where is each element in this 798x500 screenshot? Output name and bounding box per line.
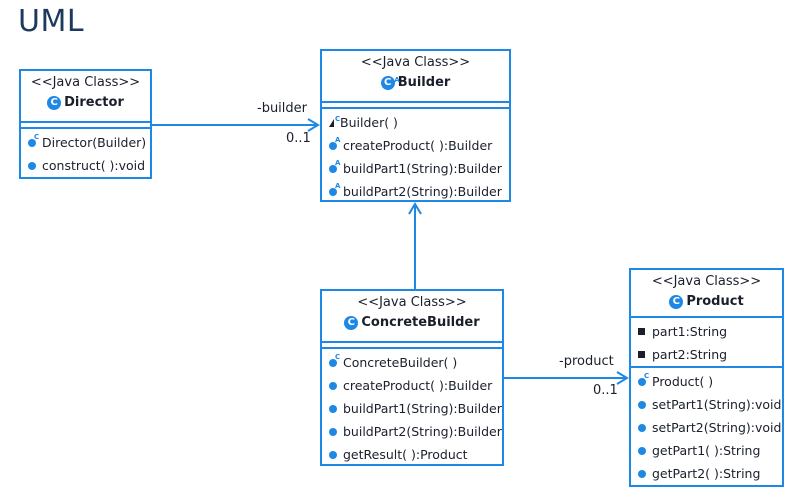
method-row[interactable]: buildPart1(String):Builder	[322, 397, 502, 420]
methods-compartment: C Director(Builder) construct( ):void	[21, 129, 150, 177]
method-signature: buildPart1(String):Builder	[343, 401, 502, 416]
public-method-icon	[329, 450, 337, 459]
method-signature: createProduct( ):Builder	[343, 378, 493, 393]
public-constructor-icon: C	[638, 372, 649, 386]
class-name: Director	[64, 95, 124, 110]
method-signature: getResult( ):Product	[343, 447, 468, 462]
method-row[interactable]: A buildPart1(String):Builder	[322, 157, 509, 180]
method-row[interactable]: A createProduct( ):Builder	[322, 134, 509, 157]
field-signature: part1:String	[652, 324, 728, 339]
method-signature: buildPart1(String):Builder	[343, 161, 502, 176]
method-signature: getPart1( ):String	[652, 443, 761, 458]
abstract-method-icon: A	[329, 136, 340, 150]
private-field-icon	[638, 328, 645, 335]
public-method-icon	[329, 404, 337, 413]
class-concrete-builder[interactable]: <<Java Class>> C ConcreteBuilder C Concr…	[320, 289, 504, 466]
method-row[interactable]: createProduct( ):Builder	[322, 374, 502, 397]
method-signature: setPart1(String):void	[652, 397, 782, 412]
field-signature: part2:String	[652, 347, 728, 362]
abstract-method-icon: A	[329, 182, 340, 196]
public-constructor-icon: C	[329, 353, 340, 367]
method-row[interactable]: getResult( ):Product	[322, 443, 502, 466]
public-method-icon	[638, 400, 646, 409]
multiplicity-label-product: 0..1	[593, 383, 618, 398]
page-title: UML	[18, 4, 85, 39]
abstract-method-icon: A	[329, 159, 340, 173]
role-label-product: -product	[559, 354, 614, 369]
method-row[interactable]: C Product( )	[631, 370, 782, 393]
class-header: <<Java Class>> C ConcreteBuilder	[322, 291, 502, 341]
method-signature: getPart2( ):String	[652, 466, 761, 481]
method-row[interactable]: C Director(Builder)	[21, 131, 150, 154]
class-name: ConcreteBuilder	[361, 315, 480, 330]
method-row[interactable]: C ConcreteBuilder( )	[322, 351, 502, 374]
method-signature: createProduct( ):Builder	[343, 138, 493, 153]
method-row[interactable]: getPart2( ):String	[631, 462, 782, 485]
field-row[interactable]: part2:String	[631, 343, 782, 366]
method-signature: construct( ):void	[42, 158, 146, 173]
methods-compartment: C Product( ) setPart1(String):void setPa…	[631, 368, 782, 485]
method-signature: ConcreteBuilder( )	[343, 355, 458, 370]
stereotype-label: <<Java Class>>	[651, 274, 762, 289]
stereotype-label: <<Java Class>>	[357, 295, 467, 310]
method-signature: Director(Builder)	[42, 135, 147, 150]
public-method-icon	[638, 469, 646, 478]
class-icon: C	[344, 316, 359, 330]
method-row[interactable]: C Builder( )	[322, 111, 509, 134]
multiplicity-label-builder: 0..1	[286, 131, 311, 146]
field-row[interactable]: part1:String	[631, 320, 782, 343]
method-row[interactable]: A buildPart2(String):Builder	[322, 180, 509, 203]
public-constructor-icon: C	[28, 133, 39, 147]
fields-compartment: part1:String part2:String	[631, 318, 782, 366]
method-signature: buildPart2(String):Builder	[343, 424, 502, 439]
public-method-icon	[329, 381, 337, 390]
public-method-icon	[638, 446, 646, 455]
method-row[interactable]: construct( ):void	[21, 154, 150, 177]
role-label-builder: -builder	[257, 101, 308, 116]
method-row[interactable]: getPart1( ):String	[631, 439, 782, 462]
protected-constructor-icon: C	[329, 115, 340, 127]
public-method-icon	[329, 427, 337, 436]
association-arrowhead-product	[616, 371, 629, 385]
association-arrowhead-builder	[307, 118, 320, 132]
public-method-icon	[28, 161, 36, 170]
methods-compartment: C ConcreteBuilder( ) createProduct( ):Bu…	[322, 349, 502, 466]
method-signature: Product( )	[652, 374, 714, 389]
method-row[interactable]: setPart2(String):void	[631, 416, 782, 439]
generalization-arrowhead	[408, 202, 422, 215]
class-icon: C	[47, 96, 62, 110]
class-header: <<Java Class>> C Director	[21, 71, 150, 121]
stereotype-label: <<Java Class>>	[360, 55, 471, 70]
class-name: Builder	[397, 75, 451, 90]
method-signature: Builder( )	[340, 115, 398, 130]
method-signature: setPart2(String):void	[652, 420, 782, 435]
private-field-icon	[638, 351, 645, 358]
methods-compartment: C Builder( ) A createProduct( ):Builder …	[322, 109, 509, 203]
class-director[interactable]: <<Java Class>> C Director C Director(Bui…	[19, 69, 152, 179]
class-icon: C	[669, 295, 684, 309]
stereotype-label: <<Java Class>>	[30, 75, 141, 90]
method-row[interactable]: buildPart2(String):Builder	[322, 420, 502, 443]
method-row[interactable]: setPart1(String):void	[631, 393, 782, 416]
class-product[interactable]: <<Java Class>> C Product part1:String pa…	[629, 268, 784, 487]
public-method-icon	[638, 423, 646, 432]
class-header: <<Java Class>> C Product	[631, 270, 782, 316]
method-signature: buildPart2(String):Builder	[343, 184, 502, 199]
class-name: Product	[686, 294, 744, 309]
